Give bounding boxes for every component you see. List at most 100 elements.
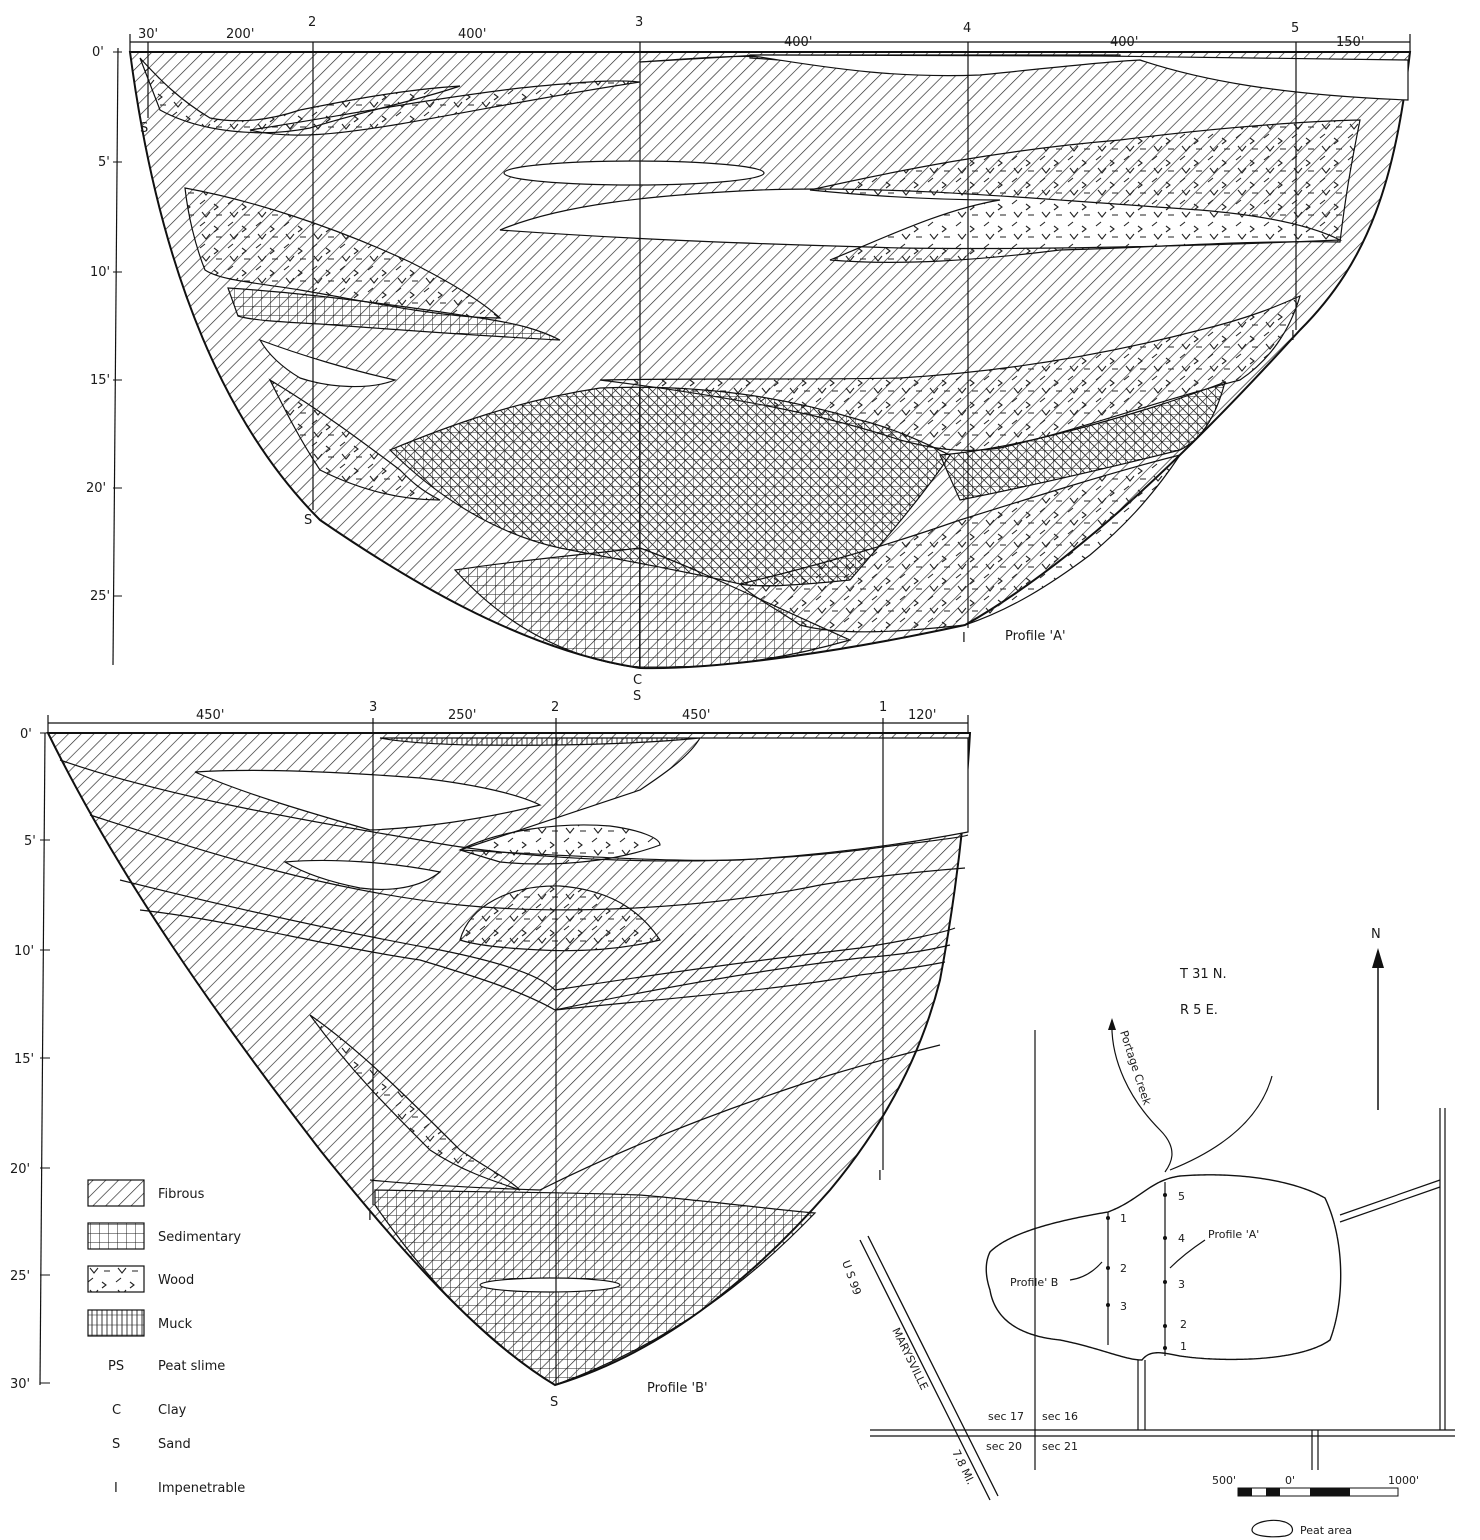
profile-a-depth-25: 25' — [90, 589, 110, 604]
legend-label-sand: Sand — [158, 1437, 191, 1452]
legend-swatch-fibrous — [87, 1179, 145, 1207]
legend-symbol-ps: PS — [108, 1359, 124, 1374]
profile-a-spacing-2: 400' — [458, 27, 486, 42]
portage-creek — [1111, 1019, 1173, 1173]
legend: Fibrous Sedimentary Wood Muck PS Peat sl… — [87, 1179, 245, 1496]
profile-b-muck — [379, 737, 701, 746]
profile-b-mark-s: S — [550, 1395, 558, 1410]
location-map: T 31 N. R 5 E. N Portage Creek U S 99 MA… — [839, 927, 1455, 1538]
profile-b-depth-axis: 0' 5' 10' 15' 20' 25' 30' — [10, 727, 50, 1392]
profile-a-mark-i1: I — [962, 631, 966, 646]
legend-symbol-c: C — [112, 1403, 121, 1418]
map-profile-a-label: Profile 'A' — [1208, 1228, 1259, 1241]
map-point-b3: 3 — [1120, 1300, 1127, 1313]
profile-a-station-3: 3 — [635, 15, 643, 30]
profile-b-wood-lens-upper — [458, 824, 661, 865]
profile-a-depth-20: 20' — [86, 481, 106, 496]
map-point-a2: 2 — [1180, 1318, 1187, 1331]
profile-b-mark-i1: I — [368, 1209, 372, 1224]
profile-b-depth-20: 20' — [10, 1162, 30, 1177]
profile-a-title: Profile 'A' — [1005, 629, 1066, 644]
profile-a-depth-10: 10' — [90, 265, 110, 280]
profile-a-station-5: 5 — [1291, 21, 1299, 36]
legend-label-wood: Wood — [158, 1273, 194, 1288]
profile-b-title: Profile 'B' — [647, 1381, 708, 1396]
map-range: R 5 E. — [1180, 1003, 1218, 1018]
profile-b-spacing-3: 120' — [908, 708, 936, 723]
profile-a-spacing-1: 200' — [226, 27, 254, 42]
map-road-town: MARYSVILLE — [889, 1326, 930, 1393]
map-section-17: sec 17 — [988, 1410, 1024, 1423]
legend-label-clay: Clay — [158, 1403, 187, 1418]
map-point-a5: 5 — [1178, 1190, 1185, 1203]
profile-a-depth-0: 0' — [92, 45, 104, 60]
profile-a-sedimentary-center — [388, 386, 951, 587]
profile-b-clay-band-lower — [139, 909, 951, 1011]
legend-swatch-muck — [87, 1309, 145, 1337]
profile-a-depth-5: 5' — [98, 155, 110, 170]
map-north-label: N — [1371, 927, 1381, 942]
legend-label-impenetrable: Impenetrable — [158, 1481, 245, 1496]
legend-label-sedimentary: Sedimentary — [158, 1230, 241, 1245]
profile-b-clay-lens-bottom — [479, 1277, 621, 1293]
legend-label-muck: Muck — [158, 1317, 193, 1332]
profile-a-depth-15: 15' — [90, 373, 110, 388]
profile-a-peat-slime-lens — [503, 160, 765, 186]
profile-b-depth-10: 10' — [14, 944, 34, 959]
peat-area-symbol-icon — [1251, 1519, 1294, 1538]
profile-b-depth-0: 0' — [20, 727, 32, 742]
map-road-name: U S 99 — [839, 1259, 864, 1297]
map-creek-label: Portage Creek — [1117, 1029, 1154, 1107]
map-scale-500: 500' — [1212, 1474, 1236, 1487]
profile-b-depth-25: 25' — [10, 1269, 30, 1284]
profile-a-sedimentary-left — [227, 287, 561, 341]
profile-a-station-2: 2 — [308, 15, 316, 30]
map-scale-1000: 1000' — [1388, 1474, 1419, 1487]
profile-a-clay-sand-lens-top — [639, 54, 1409, 101]
profile-a-mark-c: C — [633, 673, 642, 688]
map-point-b1: 1 — [1120, 1212, 1127, 1225]
profile-b-peat-slime-lens — [283, 859, 442, 891]
profile-a-spacing-5: 150' — [1336, 35, 1364, 50]
profile-b-station-2: 2 — [551, 700, 559, 715]
profile-a-sed-lens-left — [258, 338, 398, 388]
map-point-a4: 4 — [1178, 1232, 1185, 1245]
profile-a-station-4: 4 — [963, 21, 971, 36]
legend-symbol-i: I — [114, 1481, 118, 1496]
peat-area-outline — [985, 1174, 1342, 1361]
profile-b-station-3: 3 — [369, 700, 377, 715]
map-section-21: sec 21 — [1042, 1440, 1078, 1453]
legend-label-fibrous: Fibrous — [158, 1187, 205, 1202]
profile-a-sedimentary-right — [939, 381, 1226, 501]
legend-swatch-sedimentary — [87, 1222, 145, 1250]
map-scale-0: 0' — [1285, 1474, 1295, 1487]
profile-b-depth-30: 30' — [10, 1377, 30, 1392]
profile-a-spacing-0: 30' — [138, 27, 158, 42]
profile-a-sedimentary-bottom — [453, 547, 852, 669]
profile-b-spacing-1: 250' — [448, 708, 476, 723]
legend-swatch-wood — [87, 1265, 145, 1293]
map-section-20: sec 20 — [986, 1440, 1022, 1453]
map-peat-area-label: Peat area — [1300, 1524, 1352, 1537]
profile-a-spacing-3: 400' — [784, 35, 812, 50]
map-scale-bar — [1237, 1487, 1399, 1497]
profile-b-spacing-2: 450' — [682, 708, 710, 723]
profile-b-depth-15: 15' — [14, 1052, 34, 1067]
profile-b-wood-diagonal — [309, 1014, 521, 1191]
profile-b-depth-5: 5' — [24, 834, 36, 849]
profile-a-mark-i2: I — [1291, 329, 1295, 344]
profile-a-spacing-4: 400' — [1110, 35, 1138, 50]
north-arrow-icon — [1372, 948, 1384, 1110]
map-point-a1: 1 — [1180, 1340, 1187, 1353]
legend-label-peat-slime: Peat slime — [158, 1359, 225, 1374]
profile-b-station-1: 1 — [879, 700, 887, 715]
profile-a-mark-s2: S — [304, 513, 312, 528]
profile-b-mark-i2: I — [878, 1169, 882, 1184]
map-township: T 31 N. — [1179, 967, 1227, 982]
profile-b-spacing-0: 450' — [196, 708, 224, 723]
map-profile-b-label: Profile' B — [1010, 1276, 1058, 1289]
map-section-16: sec 16 — [1042, 1410, 1078, 1423]
profile-a-depth-axis: 0' 5' 10' 15' 20' 25' — [86, 45, 122, 604]
profile-b: 450' 250' 450' 120' 3 2 1 0' 5' 10' 15' … — [10, 700, 972, 1410]
